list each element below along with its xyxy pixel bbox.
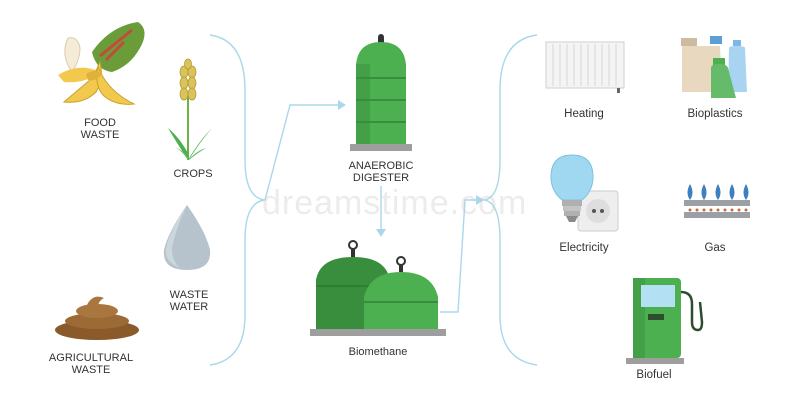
arrowhead-digester: [338, 100, 346, 110]
label-waste-water: WASTE WATER: [169, 289, 209, 313]
label-crops: CROPS: [173, 168, 213, 180]
label-agricultural-waste: AGRICULTURAL WASTE: [48, 352, 134, 376]
food-waste-icon: [58, 22, 145, 105]
label-biofuel: Biofuel: [636, 369, 672, 381]
right-bracket: [483, 34, 538, 366]
water-drop-icon: [163, 205, 211, 270]
label-electricity: Electricity: [559, 242, 609, 254]
left-bracket: [209, 34, 266, 366]
label-biomethane: Biomethane: [348, 346, 408, 358]
biomethane-tanks-icon: [310, 240, 446, 336]
arrow-to-digester: [264, 104, 338, 201]
arrowhead-down: [376, 229, 386, 237]
digester-icon: [350, 34, 412, 151]
arrow-to-outputs: [440, 199, 478, 313]
crops-icon: [168, 58, 212, 160]
label-anaerobic-digester: ANAEROBIC DIGESTER: [348, 160, 414, 184]
agricultural-waste-icon: [55, 296, 139, 340]
electricity-icon: [550, 154, 619, 232]
label-food-waste: FOOD WASTE: [80, 117, 120, 141]
radiator-icon: [545, 41, 625, 93]
connectors: [209, 34, 538, 366]
gas-icon: [684, 184, 750, 218]
watermark: dreamstime.com: [262, 184, 528, 222]
bioplastics-icon: [681, 36, 747, 98]
label-gas: Gas: [704, 242, 726, 254]
label-heating: Heating: [564, 108, 604, 120]
arrowhead-outputs: [476, 195, 484, 205]
label-bioplastics: Bioplastics: [687, 108, 743, 120]
biofuel-pump-icon: [626, 278, 704, 364]
